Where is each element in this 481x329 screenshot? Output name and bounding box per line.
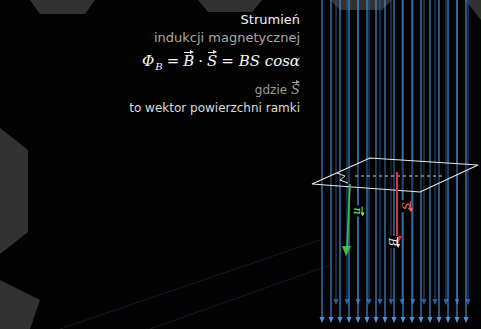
floor-line	[150, 265, 330, 329]
field-lines-back	[334, 0, 471, 305]
field-arrowhead	[320, 317, 325, 323]
field-vector-symbol: B	[183, 52, 194, 70]
field-arrowhead	[428, 317, 433, 323]
field-line	[420, 0, 421, 318]
field-arrowhead	[389, 299, 394, 305]
field-line	[402, 0, 403, 318]
field-arrowhead	[378, 299, 383, 305]
field-line	[456, 0, 457, 318]
normal-vector-label: n	[351, 206, 363, 217]
dot-operator: ·	[198, 52, 203, 70]
field-arrowhead	[455, 317, 460, 323]
field-arrowhead	[374, 317, 379, 323]
field-arrowhead	[411, 299, 416, 305]
corner-shape	[0, 280, 40, 329]
field-arrowhead	[383, 317, 388, 323]
corner-shape	[465, 0, 481, 20]
definition-text: to wektor powierzchni ramki	[129, 101, 300, 115]
normal-vector-head	[342, 246, 351, 256]
heading-line: Strumień	[241, 12, 300, 27]
field-arrowhead	[419, 317, 424, 323]
definition-line: to wektor powierzchni ramki	[129, 101, 300, 115]
field-line	[348, 0, 349, 318]
field-line	[447, 0, 448, 318]
field-line	[402, 0, 403, 300]
field-arrowhead	[437, 317, 442, 323]
formula-line: ΦB=B·S= BS cosα	[142, 52, 300, 70]
flux-subscript: B	[155, 61, 162, 72]
field-line	[369, 0, 370, 300]
field-arrowhead	[334, 299, 339, 305]
floor-line	[60, 240, 320, 329]
field-arrowhead	[365, 317, 370, 323]
field-arrowhead	[446, 317, 451, 323]
subheading: indukcji magnetycznej	[154, 30, 300, 45]
field-arrowhead	[464, 317, 469, 323]
corner-shape	[30, 0, 95, 14]
field-arrowhead	[392, 317, 397, 323]
floor-lines	[60, 240, 330, 329]
equals-sign: =	[167, 52, 180, 70]
corner-shape	[198, 0, 262, 12]
field-arrowhead	[433, 299, 438, 305]
where-line: gdzie S	[255, 82, 300, 97]
frame-lead	[337, 173, 348, 183]
field-line	[465, 0, 466, 318]
field-line	[330, 0, 331, 318]
frame-axis	[355, 176, 445, 177]
where-text: gdzie	[255, 83, 287, 97]
field-line	[321, 0, 322, 318]
field-line	[438, 0, 439, 318]
corner-shape	[330, 0, 392, 10]
field-line	[411, 0, 412, 318]
heading: Strumień	[241, 12, 300, 27]
field-arrowhead	[410, 317, 415, 323]
field-line	[424, 0, 425, 300]
field-arrowhead	[401, 317, 406, 323]
field-arrowhead	[400, 299, 405, 305]
formula-result: = BS cosα	[221, 52, 300, 70]
field-line	[339, 0, 340, 318]
frame-loop	[312, 158, 478, 192]
field-vector-label: B	[386, 236, 398, 248]
flux-symbol: Φ	[142, 52, 154, 70]
field-line	[413, 0, 414, 300]
subheading-line: indukcji magnetycznej	[154, 30, 300, 45]
corner-shape	[0, 128, 28, 254]
field-line	[347, 0, 348, 300]
field-line	[336, 0, 337, 300]
surface-vector-symbol: S	[207, 52, 217, 70]
field-arrowhead	[338, 317, 343, 323]
field-line	[446, 0, 447, 300]
field-line	[429, 0, 430, 318]
surface-vector	[396, 172, 398, 238]
surface-vector-symbol: S	[291, 82, 300, 97]
field-arrowhead	[356, 317, 361, 323]
surface-vector-label: S	[399, 200, 411, 212]
field-line	[380, 0, 381, 300]
field-arrowhead	[347, 317, 352, 323]
field-arrowhead	[422, 299, 427, 305]
field-line	[468, 0, 469, 300]
field-line	[391, 0, 392, 300]
field-line	[357, 0, 358, 318]
field-line	[435, 0, 436, 300]
field-arrowhead	[329, 317, 334, 323]
